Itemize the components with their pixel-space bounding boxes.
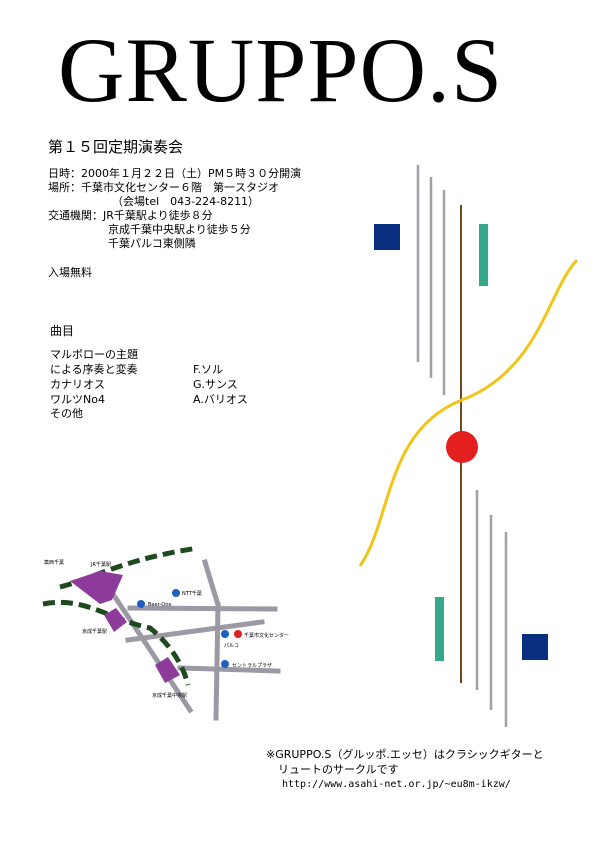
footer-url-link[interactable]: http://www.asahi-net.or.jp/~eu8m-ikzw/ <box>282 779 511 790</box>
art-teal-bar <box>435 597 444 661</box>
art-yellow-curve <box>358 258 579 567</box>
song-title: ワルツNo4 <box>50 393 105 406</box>
map-road <box>127 605 278 612</box>
map-station-keisei-chuo <box>155 657 180 683</box>
art-red-circle <box>446 431 478 463</box>
program-heading: 曲目 <box>50 324 75 338</box>
art-teal-bar <box>479 224 488 286</box>
map-label: パルコ <box>224 643 239 649</box>
map-road <box>213 602 221 721</box>
map-label: Beer-One <box>148 602 171 608</box>
song-composer: G.サンス <box>193 378 238 391</box>
info-datetime: 日時：2000年１月２２日（土）PM５時３０分開演 <box>48 167 302 180</box>
concert-title: GRUPPO.S <box>58 19 504 121</box>
map-station-keisei-chiba <box>104 608 127 632</box>
map-railway-keisei <box>42 600 191 686</box>
footer-note-line2: リュートのサークルです <box>278 763 399 776</box>
map-label: NTT千葉 <box>182 590 202 597</box>
art-blue-square <box>522 634 548 660</box>
map-road <box>125 619 265 643</box>
info-access-keisei: 京成千葉中央駅より徒歩５分 <box>108 223 251 236</box>
map-road <box>177 665 281 674</box>
song-composer: A.バリオス <box>193 393 248 406</box>
info-venue: 場所：千葉市文化センター６階 第一スタジオ <box>48 181 279 194</box>
info-tel: （会場tel 043-224-8211） <box>112 195 260 208</box>
map-railway-jr <box>59 545 199 590</box>
map-road <box>201 558 222 609</box>
song-title: による序奏と変奏 <box>50 363 138 376</box>
info-access-parco: 千葉パルコ東側隣 <box>108 237 196 250</box>
song-title: カナリオス <box>50 378 105 391</box>
concert-subtitle: 第１５回定期演奏会 <box>48 138 184 156</box>
map-label: 京成千葉中央駅 <box>152 692 187 699</box>
map-road <box>103 581 194 714</box>
map-label: 薬西千葉 <box>44 559 64 566</box>
map-marker-central-plaza <box>221 660 229 668</box>
info-admission: 入場無料 <box>48 266 92 279</box>
footer-note-line1: ※GRUPPO.S（グルッポ.エッセ）はクラシックギターと <box>266 748 544 761</box>
map-label: 千葉市文化センター <box>244 632 289 639</box>
song-title: マルボローの主題 <box>50 348 138 361</box>
map-label: JR千葉駅 <box>90 561 111 568</box>
map-marker-venue <box>234 630 242 638</box>
map-label: セントラルプラザ <box>232 663 272 669</box>
map-label: 京成千葉駅 <box>82 628 107 635</box>
map-marker-parco <box>221 630 229 638</box>
art-blue-square <box>374 224 400 250</box>
map-marker-ntt <box>172 589 180 597</box>
song-title: その他 <box>50 407 83 420</box>
map-station-jr-chiba <box>70 571 123 604</box>
info-access-jr: 交通機関：JR千葉駅より徒歩８分 <box>48 209 213 222</box>
song-composer: F.ソル <box>193 363 224 376</box>
map-marker-beer-one <box>137 600 145 608</box>
